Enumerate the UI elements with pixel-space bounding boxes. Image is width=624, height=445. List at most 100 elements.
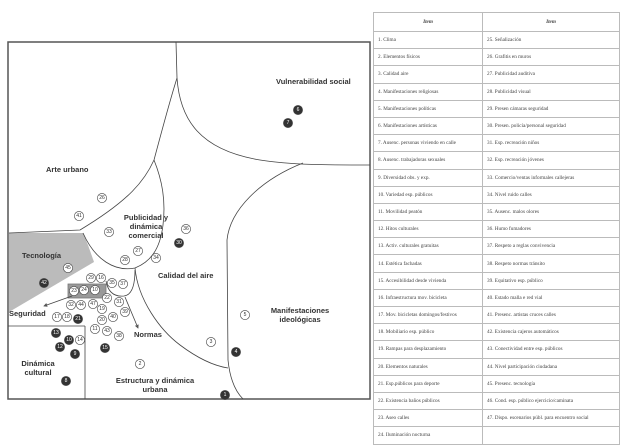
node-circle	[61, 376, 71, 386]
node-label: 3	[210, 339, 213, 345]
node-circle	[108, 312, 118, 322]
region-label-calidad: Calidad del aire	[158, 271, 213, 280]
table-row: 9. Diversidad obs. y exp.33. Comercio/ve…	[373, 168, 620, 187]
node-circle	[114, 297, 124, 307]
node-circle	[97, 193, 107, 203]
item-left: 5. Manifestaciones políticas	[373, 99, 483, 118]
item-left: 9. Diversidad obs. y exp.	[373, 168, 483, 187]
item-left: 8. Ausenc. trabajadoras sexuales	[373, 151, 483, 170]
node-label: 35	[109, 280, 115, 286]
item-right: 34. Nivel ruido calles	[482, 185, 620, 204]
node-circle	[55, 342, 65, 352]
node-label: 38	[116, 333, 122, 339]
node-label: 7	[287, 120, 290, 126]
node-label: 27	[135, 248, 141, 254]
node-label: 13	[53, 330, 59, 336]
item-right: 28. Publicidad visual	[482, 82, 620, 101]
item-right: 38. Respeto normas tránsito	[482, 254, 620, 273]
tecnologia-region	[9, 233, 94, 312]
node-circle	[66, 300, 76, 310]
node-circle	[104, 227, 114, 237]
node-label: 41	[76, 213, 82, 219]
node-label: 43	[104, 328, 110, 334]
item-left: 21. Esp.públicos para deporte	[373, 374, 483, 393]
table-header-left: Item	[373, 12, 483, 32]
node-label: 5	[244, 312, 247, 318]
item-right: 31. Esp. recreación niños	[482, 134, 620, 153]
node-label: 11	[92, 326, 97, 332]
item-right: 27. Publicidad auditiva	[482, 65, 620, 84]
item-right: 44. Nivel participación ciudadana	[482, 357, 620, 376]
node-circle	[69, 286, 79, 296]
item-right: 33. Comercio/ventas informales callejera…	[482, 168, 620, 187]
node-circle	[107, 278, 117, 288]
node-circle	[206, 337, 216, 347]
node-circle	[86, 273, 96, 283]
node-circle	[90, 285, 100, 295]
region-label-arte: Arte urbano	[46, 165, 89, 174]
node-circle	[74, 211, 84, 221]
item-right: 35. Ausenc. malos olores	[482, 202, 620, 222]
node-label: 47	[90, 301, 96, 307]
node-circle	[293, 105, 303, 115]
node-label: 26	[99, 195, 105, 201]
item-right	[482, 426, 620, 445]
node-circle	[114, 331, 124, 341]
node-circle	[118, 279, 128, 289]
node-label: 37	[120, 281, 126, 287]
item-right: 46. Cond. esp. público ejercicio/caminat…	[482, 391, 620, 411]
item-left: 20. Elementos naturales	[373, 357, 483, 376]
node-circle	[76, 300, 86, 310]
node-circle	[88, 299, 98, 309]
item-right: 43. Conectividad entre esp. públicos	[482, 340, 620, 359]
item-right: 37. Respeto a reglas convivencia	[482, 237, 620, 256]
item-right: 26. Grafitis en muros	[482, 48, 620, 67]
node-circle	[75, 335, 85, 345]
node-label: 17	[54, 314, 60, 320]
item-left: 2. Elementos físicos	[373, 48, 483, 67]
node-circle	[97, 304, 107, 314]
node-circle	[151, 253, 161, 263]
item-left: 19. Rampas para desplazamiento	[373, 340, 483, 359]
node-circle	[90, 324, 100, 334]
item-right: 36. Humo fumadores	[482, 220, 620, 239]
item-right: 39. Equitativo esp. público	[482, 271, 620, 290]
item-right: 29. Presen cámaras seguridad	[482, 99, 620, 118]
node-label: 31	[116, 299, 122, 305]
item-left: 12. Hitos culturales	[373, 220, 483, 239]
item-left: 6. Manifestaciones artísticas	[373, 116, 483, 136]
node-circle	[97, 315, 107, 325]
node-label: 14	[77, 337, 83, 343]
node-circle	[174, 238, 184, 248]
item-left: 1. Clima	[373, 30, 483, 50]
item-left: 15. Accesibilidad desde vivienda	[373, 271, 483, 290]
node-label: 6	[297, 107, 300, 113]
item-left: 14. Estética fachadas	[373, 254, 483, 273]
node-label: 33	[106, 229, 112, 235]
diagram-frame	[7, 41, 371, 400]
node-label: 10	[66, 337, 72, 343]
table-header-right: Item	[482, 12, 620, 32]
node-circle	[135, 359, 145, 369]
node-label: 20	[99, 317, 105, 323]
item-left: 24. Iluminación nocturna	[373, 426, 483, 445]
node-label: 39	[122, 309, 128, 315]
node-circle	[102, 326, 112, 336]
node-circle	[63, 263, 73, 273]
item-right: 30. Presen. policía/personal seguridad	[482, 116, 620, 136]
node-circle	[52, 312, 62, 322]
node-circle	[51, 328, 61, 338]
